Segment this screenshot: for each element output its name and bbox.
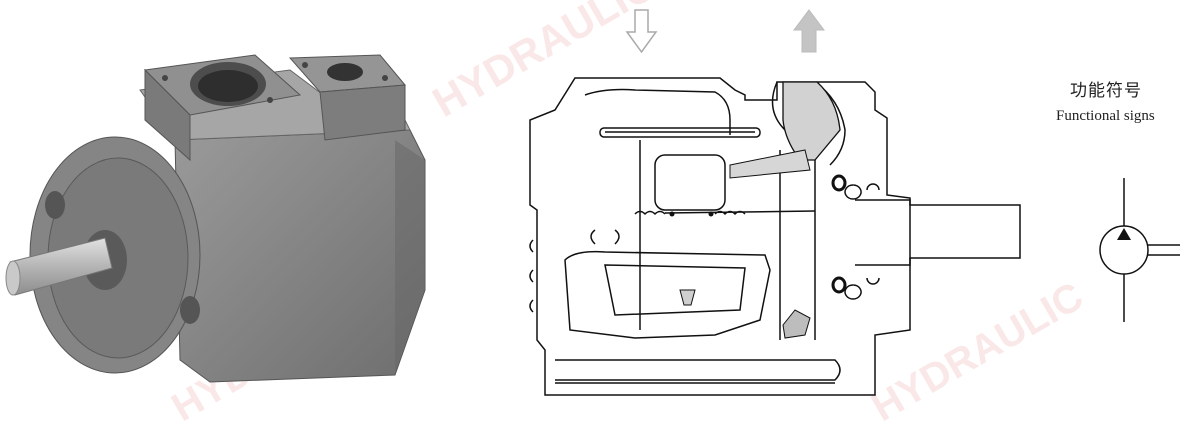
- inlet-arrow-icon: [625, 9, 658, 54]
- symbol-title-cn: 功能符号: [1070, 81, 1142, 101]
- hydraulic-pump-symbol-icon: [1099, 178, 1180, 322]
- pump-symbol-panel: [1040, 0, 1190, 408]
- outlet-arrow-icon: [793, 9, 825, 53]
- pump-photo: [0, 0, 450, 408]
- symbol-title-en: Functional signs: [1056, 108, 1155, 124]
- cross-section-diagram: [515, 0, 1035, 408]
